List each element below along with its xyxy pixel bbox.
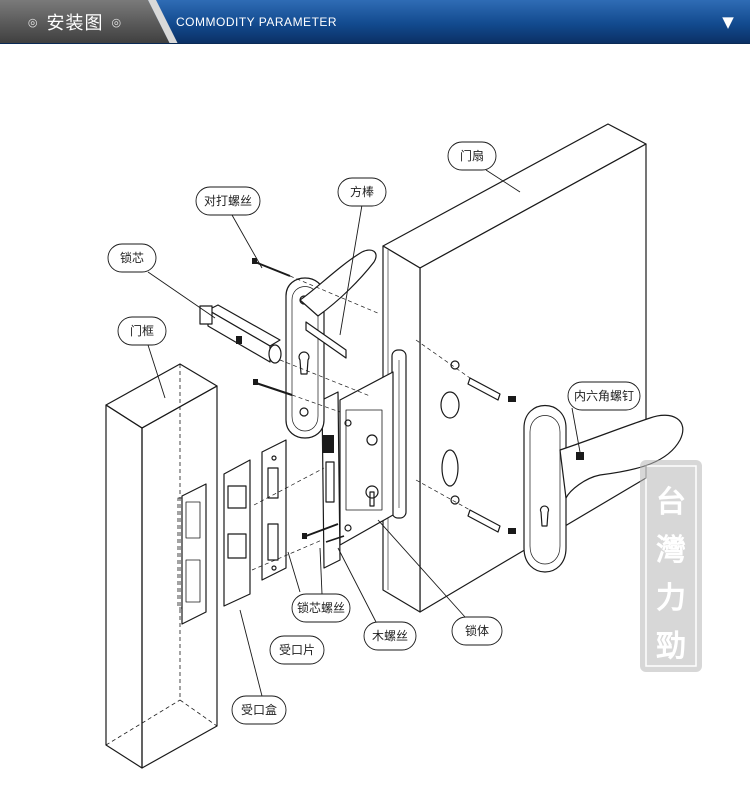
title-dot-right: ◎ [111, 15, 123, 29]
svg-text:受口片: 受口片 [279, 643, 315, 657]
watermark-char-1: 台 [656, 485, 686, 520]
header-background [0, 0, 750, 44]
label-tap-screw: 对打螺丝 [195, 186, 261, 216]
svg-text:门扇: 门扇 [460, 148, 484, 163]
section-title-en: COMMODITY PARAMETER [176, 15, 338, 29]
watermark-char-4: 勁 [656, 629, 686, 664]
strike-plate [223, 439, 287, 607]
svg-text:受口盒: 受口盒 [241, 702, 277, 717]
svg-text:锁芯螺丝: 锁芯螺丝 [297, 600, 345, 615]
tap-screws [252, 258, 293, 396]
watermark-char-3: 力 [656, 581, 686, 616]
label-cylinder-screw: 锁芯螺丝 [291, 593, 351, 623]
threaded-pins [467, 377, 516, 534]
svg-text:锁体: 锁体 [465, 623, 489, 638]
strike-box [181, 483, 207, 625]
brand-watermark-seal: 台 灣 力 勁 [640, 460, 702, 672]
svg-text:对打螺丝: 对打螺丝 [204, 194, 252, 208]
label-lock-cylinder: 锁芯 [107, 243, 157, 273]
label-door-leaf: 门扇 [447, 141, 497, 171]
svg-text:门框: 门框 [130, 323, 154, 338]
section-header: ◎ 安装图 ◎ COMMODITY PARAMETER ▼ [0, 0, 750, 44]
lock-cylinder [199, 304, 282, 364]
title-dot-left: ◎ [27, 15, 39, 29]
title-text-cn: 安装图 [46, 13, 104, 34]
label-strike-plate: 受口片 [269, 635, 325, 665]
label-wood-screw: 木螺丝 [363, 621, 417, 651]
svg-text:内六角螺钉: 内六角螺钉 [574, 389, 634, 403]
lock-body [321, 349, 407, 569]
label-square-bar: 方棒 [337, 177, 387, 207]
svg-text:木螺丝: 木螺丝 [372, 629, 408, 643]
outer-handle [523, 405, 684, 573]
screws-front [302, 523, 345, 543]
svg-text:方棒: 方棒 [350, 184, 374, 199]
chevron-down-icon[interactable]: ▼ [722, 13, 734, 31]
label-door-frame: 门框 [117, 316, 167, 346]
label-hex-screw: 内六角螺钉 [567, 381, 641, 411]
door-leaf [382, 123, 647, 613]
svg-text:锁芯: 锁芯 [120, 250, 144, 265]
watermark-char-2: 灣 [656, 533, 686, 568]
label-lock-body: 锁体 [451, 616, 503, 646]
installation-diagram: 门扇 对打螺丝 方棒 锁芯 门框 内六角螺钉 锁芯螺丝 木螺丝 [105, 123, 702, 769]
diagram-labels: 门扇 对打螺丝 方棒 锁芯 门框 内六角螺钉 锁芯螺丝 木螺丝 [107, 141, 641, 725]
section-title-cn: ◎ 安装图 ◎ [0, 0, 150, 44]
rose-plate-inner [285, 249, 377, 439]
assembly-lines [251, 275, 471, 571]
label-strike-box: 受口盒 [231, 695, 287, 725]
